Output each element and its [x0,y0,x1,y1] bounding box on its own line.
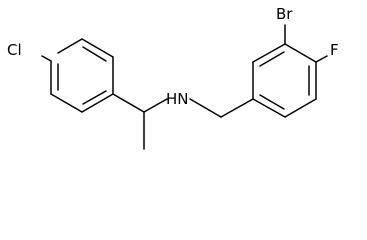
double-bond-ring-b [259,94,285,110]
fluorine-label: F [330,41,339,59]
double-bond-ring-a [82,90,107,105]
bond-n-ch2 [189,98,222,118]
bond-ring-b [284,98,317,118]
bond-ring-a [81,38,114,58]
bond-f [315,55,328,63]
bond-ch-n [143,98,168,113]
bond-cl [41,55,52,62]
bond-ring-a-ch [112,93,145,113]
bond-group [41,24,328,150]
double-bond-ring-b [259,51,285,67]
bond-ring-b [252,98,286,118]
bond-ring-a [50,93,83,113]
bromine-label: Br [276,5,293,23]
bond-ring-a [81,93,114,113]
double-bond-ring-a [82,46,107,62]
bond-ch2-ring-b [220,98,254,118]
bond-ring-b [252,43,286,63]
atom-label-group: Cl HN Br F [7,5,339,108]
bond-ring-a [57,38,83,54]
chlorine-label: Cl [7,41,22,59]
bond-ring-b [284,43,317,63]
nitrogen-label: HN [166,90,189,108]
chemical-structure-diagram: Cl HN Br F [7,5,339,150]
